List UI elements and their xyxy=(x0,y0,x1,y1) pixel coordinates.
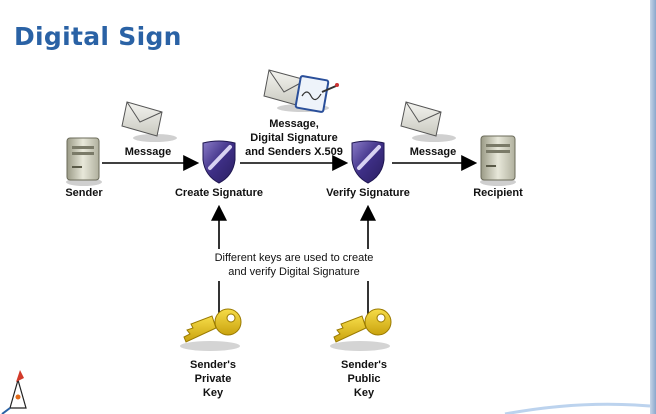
envelope-icon-right xyxy=(400,101,456,142)
edge-label-message-middle-3: and Senders X.509 xyxy=(245,146,343,158)
create-signature-shield-icon xyxy=(202,140,236,184)
verify-signature-shield-icon xyxy=(351,140,385,184)
public-key-icon xyxy=(330,308,392,351)
edge-label-message-right: Message xyxy=(410,146,456,158)
edge-label-message-middle-1: Message, xyxy=(269,118,319,130)
slide-right-border xyxy=(650,0,656,414)
slide-title: Digital Sign xyxy=(14,22,182,51)
signed-envelope-icon xyxy=(263,69,339,113)
private-key-label-3: Key xyxy=(203,387,224,399)
envelope-icon-left xyxy=(121,101,177,142)
public-key-label-2: Public xyxy=(347,373,380,385)
public-key-label-3: Key xyxy=(354,387,375,399)
public-key-label-1: Sender's xyxy=(341,359,387,371)
corner-mascot-icon xyxy=(1,370,27,414)
note-line-1: Different keys are used to create xyxy=(215,252,374,264)
note-line-2: and verify Digital Signature xyxy=(228,266,359,278)
node-label-create-signature: Create Signature xyxy=(175,187,263,199)
node-label-verify-signature: Verify Signature xyxy=(326,187,410,199)
recipient-server-icon xyxy=(480,135,516,186)
private-key-icon xyxy=(180,308,242,351)
note-background xyxy=(200,249,386,281)
edge-label-message-middle-2: Digital Signature xyxy=(250,132,337,144)
node-label-recipient: Recipient xyxy=(473,187,523,199)
sender-server-icon xyxy=(66,137,102,186)
private-key-label-1: Sender's xyxy=(190,359,236,371)
node-label-sender: Sender xyxy=(65,187,103,199)
decorative-swoosh xyxy=(504,402,651,414)
private-key-label-2: Private xyxy=(195,373,232,385)
edge-label-message-left: Message xyxy=(125,146,171,158)
